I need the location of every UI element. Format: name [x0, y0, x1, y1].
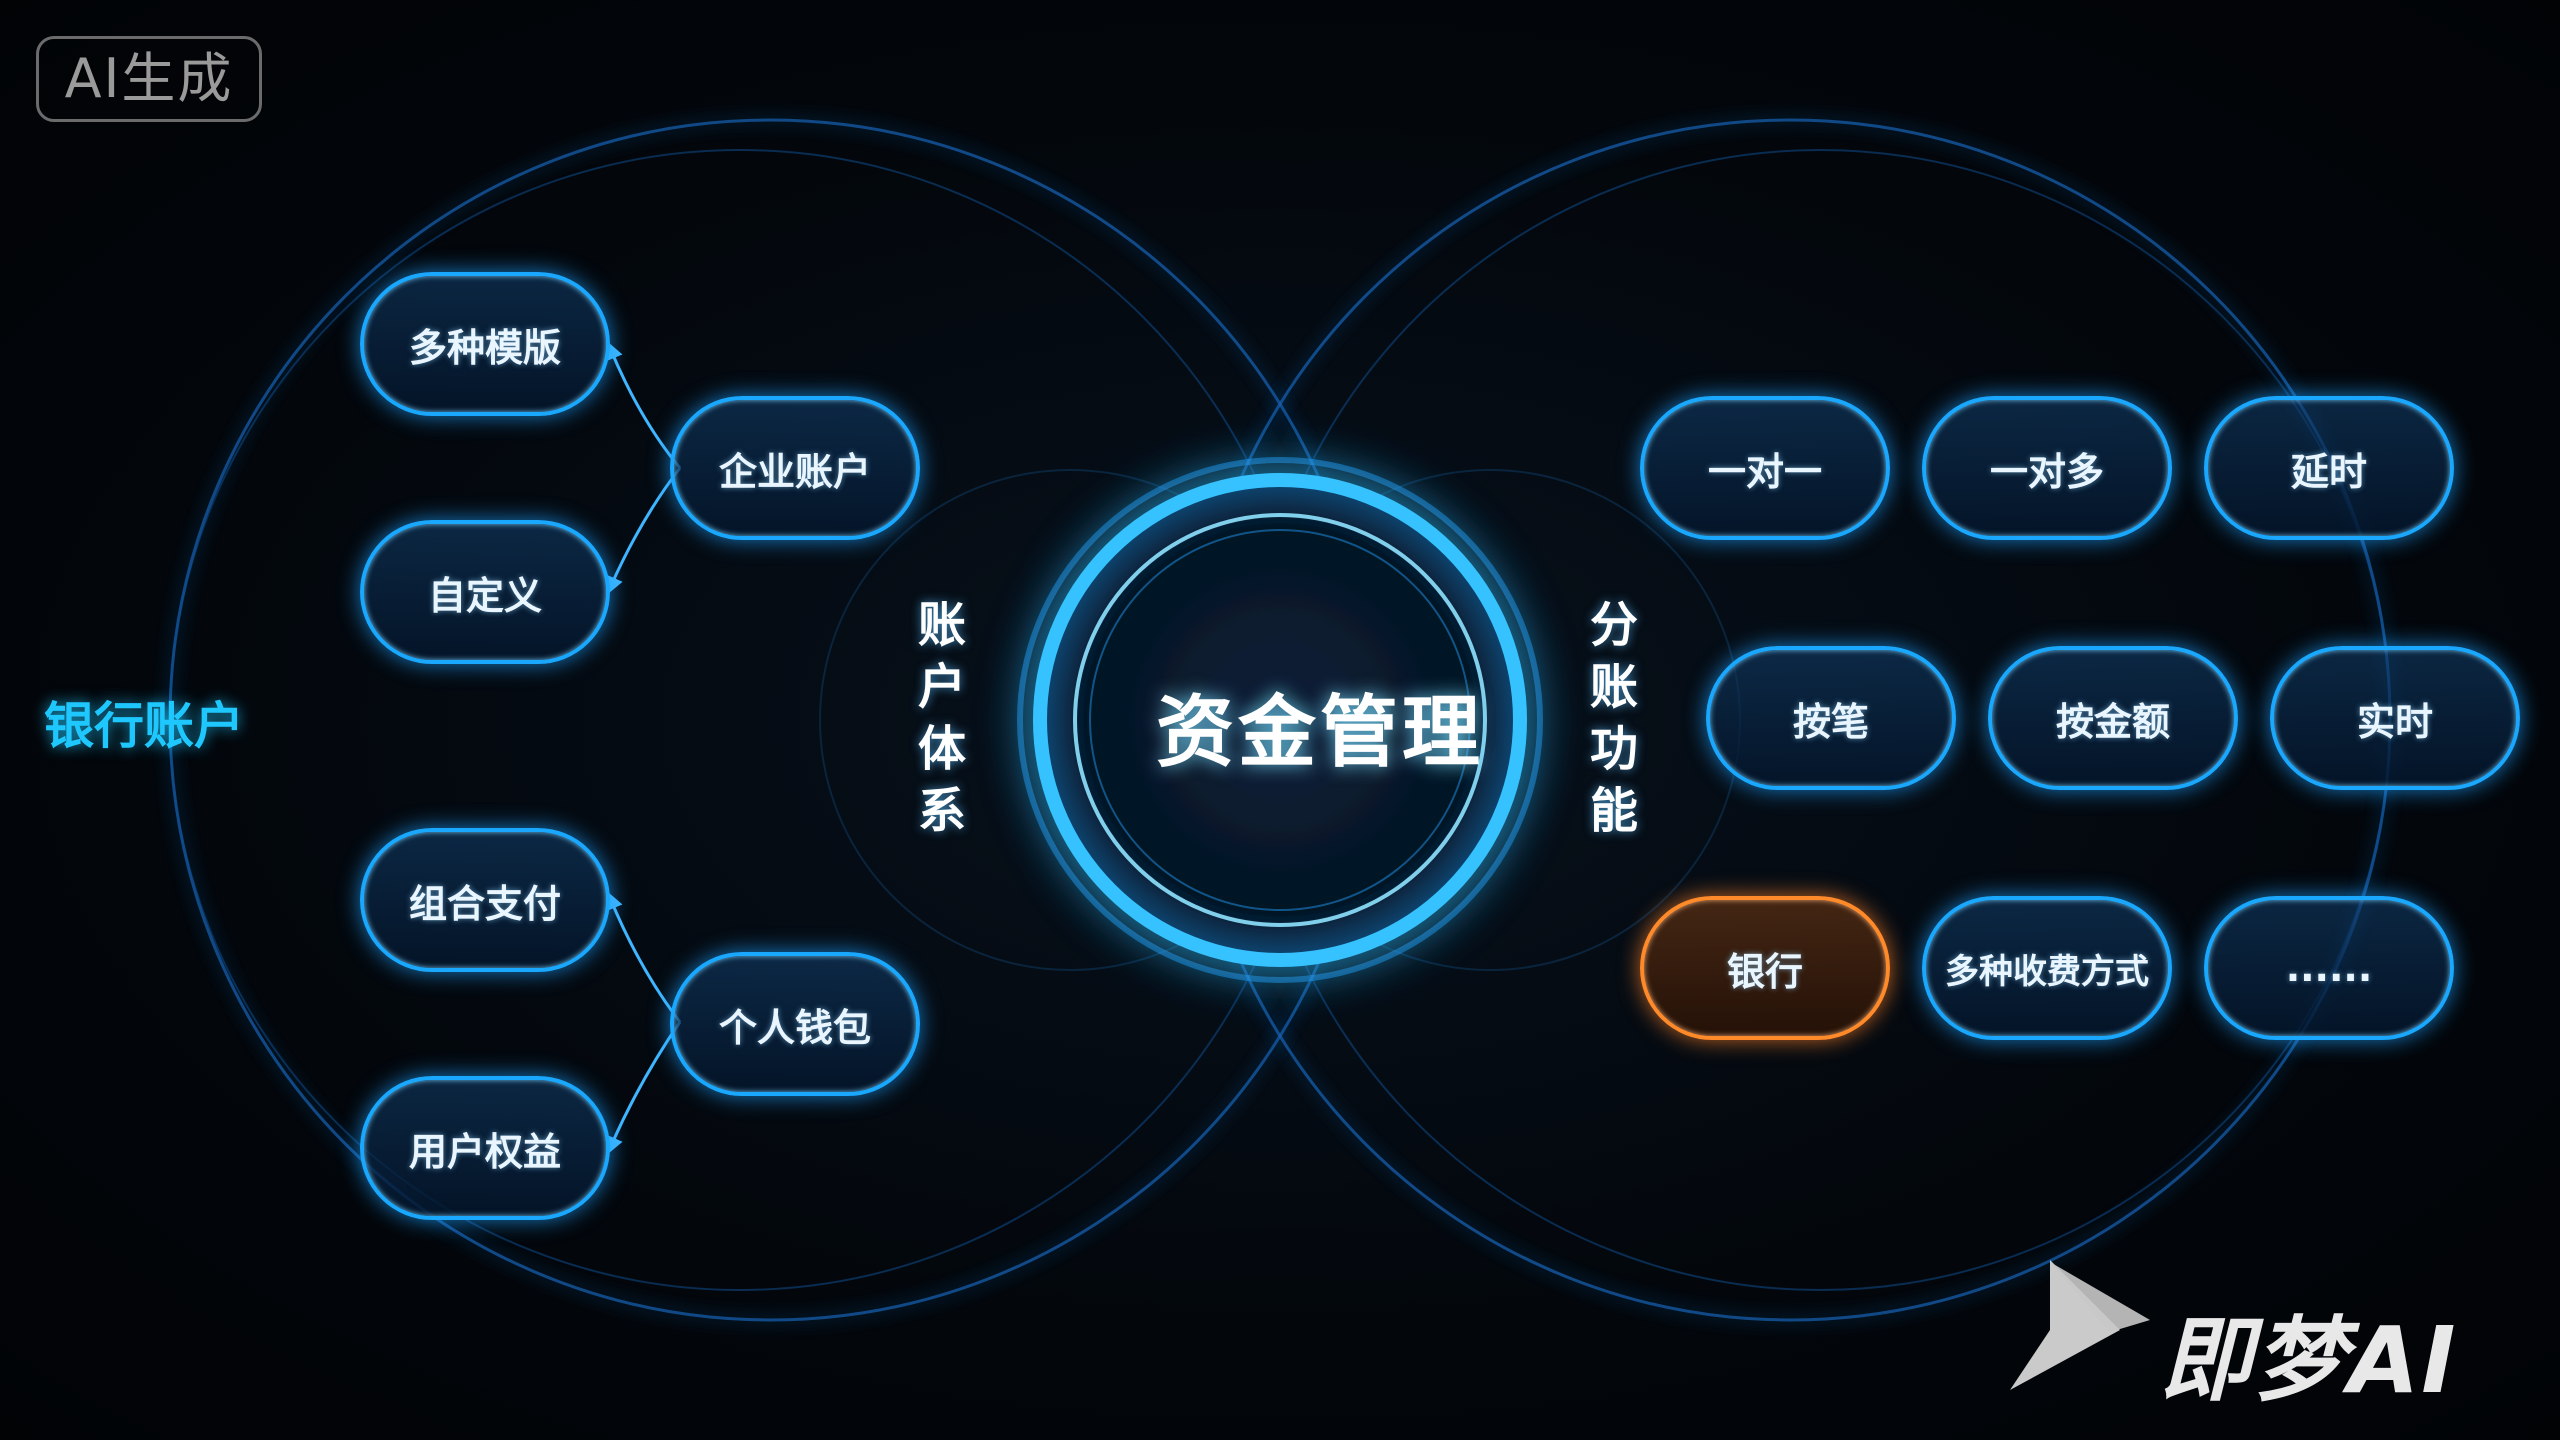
jimeng-logo-icon: [2010, 1260, 2150, 1390]
split-function-char: 能: [1589, 783, 1638, 839]
ai-generated-badge: AI生成: [36, 36, 262, 122]
fund-management-title: 资金管理: [1155, 688, 1484, 778]
bank-account-title: 银行账户: [44, 697, 244, 755]
node-realtime[interactable]: 实时: [2270, 646, 2520, 790]
account-system-char: 体: [917, 721, 966, 777]
node-custom[interactable]: 自定义: [360, 520, 610, 664]
node-multiple-fee-methods[interactable]: 多种收费方式: [1922, 896, 2172, 1040]
node-enterprise-account[interactable]: 企业账户: [670, 396, 920, 540]
node-one-to-one[interactable]: 一对一: [1640, 396, 1890, 540]
node-bank-highlighted[interactable]: 银行: [1640, 896, 1890, 1040]
watermark-text: 即梦AI: [2160, 1307, 2458, 1414]
split-function-char: 分: [1589, 597, 1638, 653]
node-one-to-many[interactable]: 一对多: [1922, 396, 2172, 540]
node-delayed[interactable]: 延时: [2204, 396, 2454, 540]
node-combined-payment[interactable]: 组合支付: [360, 828, 610, 972]
split-function-char: 账: [1589, 659, 1638, 715]
split-function-label: 分 账 功 能: [1584, 594, 1644, 842]
center-hub: [1017, 457, 1543, 983]
account-system-label: 账 户 体 系: [912, 594, 972, 842]
node-by-amount[interactable]: 按金额: [1988, 646, 2238, 790]
node-personal-wallet[interactable]: 个人钱包: [670, 952, 920, 1096]
account-system-char: 户: [917, 659, 966, 715]
account-system-char: 账: [917, 597, 966, 653]
node-per-transaction[interactable]: 按笔: [1706, 646, 1956, 790]
node-multi-template[interactable]: 多种模版: [360, 272, 610, 416]
account-system-char: 系: [917, 783, 966, 839]
node-more[interactable]: ......: [2204, 896, 2454, 1040]
node-user-rights[interactable]: 用户权益: [360, 1076, 610, 1220]
split-function-char: 功: [1589, 721, 1638, 777]
